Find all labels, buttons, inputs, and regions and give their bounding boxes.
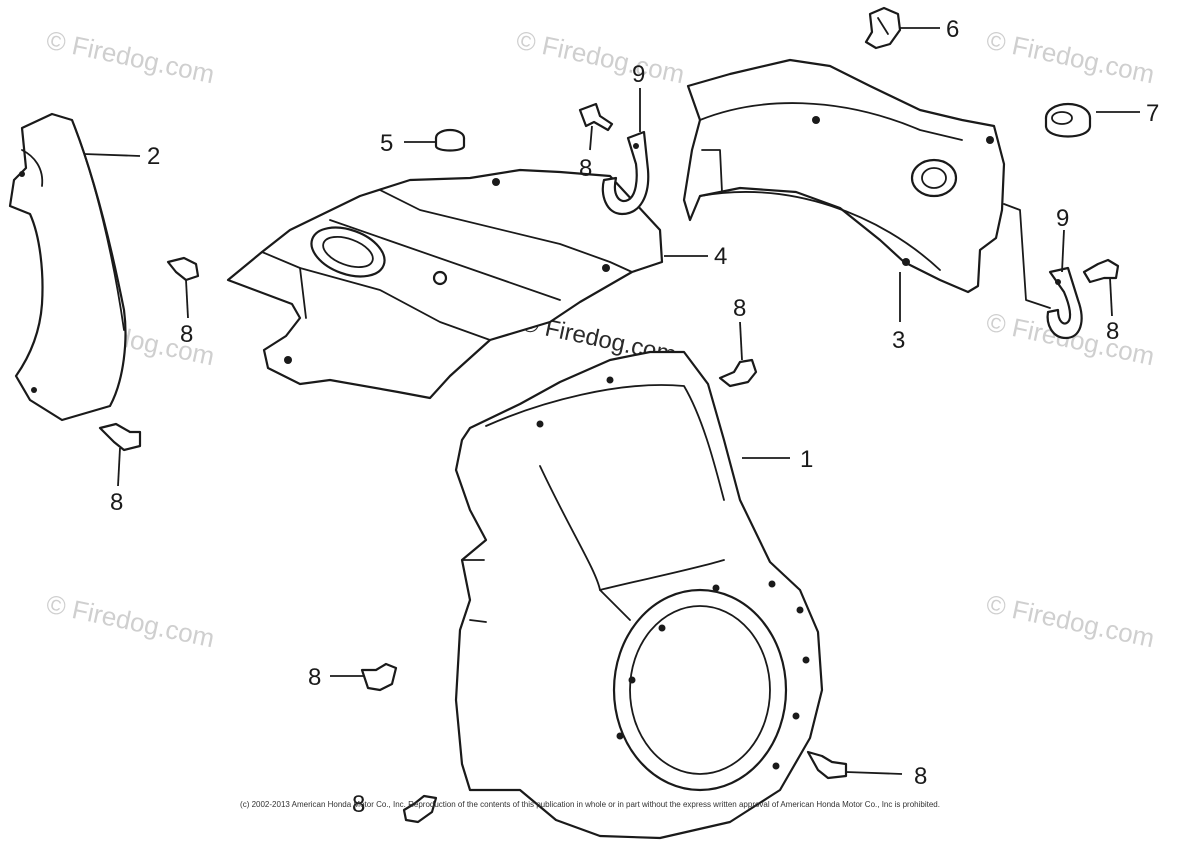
callout-8-bolt-c: 8 bbox=[110, 489, 123, 516]
rubber-cap-part bbox=[1044, 102, 1092, 138]
callout-5: 5 bbox=[380, 130, 393, 157]
callout-8-bolt-d: 8 bbox=[733, 295, 746, 322]
watermark-top-right: © Firedog.com bbox=[984, 25, 1157, 90]
clip-part bbox=[864, 6, 902, 50]
callout-8-bolt-f: 8 bbox=[308, 664, 321, 691]
callout-8-bolt-a: 8 bbox=[579, 155, 592, 182]
callout-9-lower: 9 bbox=[1056, 205, 1069, 232]
callout-2: 2 bbox=[147, 143, 160, 170]
callout-8-bolt-e: 8 bbox=[1106, 318, 1119, 345]
watermark-top-left: © Firedog.com bbox=[44, 25, 217, 90]
bolt-part-e bbox=[1082, 258, 1120, 284]
bolt-part-f bbox=[360, 662, 398, 692]
callout-6: 6 bbox=[946, 16, 959, 43]
leader-lines bbox=[83, 27, 1140, 775]
callout-7: 7 bbox=[1146, 100, 1159, 127]
bolt-part-g bbox=[806, 750, 848, 780]
bolt-part-h bbox=[402, 794, 438, 824]
grommet-part bbox=[434, 128, 466, 152]
callout-1: 1 bbox=[800, 446, 813, 473]
callouts: 1 2 3 4 5 6 7 8 8 8 8 8 8 8 8 9 9 bbox=[110, 16, 1159, 818]
copyright-notice: (c) 2002-2013 American Honda Motor Co., … bbox=[240, 800, 940, 809]
watermark-low-left: © Firedog.com bbox=[44, 589, 217, 654]
bolt-part-c bbox=[98, 422, 142, 452]
callout-9-upper: 9 bbox=[632, 61, 645, 88]
wire-clamp-part-lower bbox=[1046, 266, 1083, 340]
side-shroud-part bbox=[8, 112, 127, 422]
wire-clamp-part-upper bbox=[601, 130, 650, 216]
callout-8-bolt-g: 8 bbox=[914, 763, 927, 790]
watermark-top-center: © Firedog.com bbox=[514, 25, 687, 90]
rear-shroud-part bbox=[682, 58, 1051, 309]
watermark-low-right: © Firedog.com bbox=[984, 589, 1157, 654]
bolt-part-a bbox=[578, 102, 614, 132]
bolt-part-d bbox=[718, 358, 758, 388]
callout-4: 4 bbox=[714, 243, 727, 270]
bolt-part-b bbox=[166, 256, 200, 282]
fan-shroud-part bbox=[454, 350, 824, 840]
top-cover-plate-part bbox=[226, 168, 664, 400]
callout-8-bolt-h: 8 bbox=[352, 791, 365, 818]
callout-8-bolt-b: 8 bbox=[180, 321, 193, 348]
callout-3: 3 bbox=[892, 327, 905, 354]
